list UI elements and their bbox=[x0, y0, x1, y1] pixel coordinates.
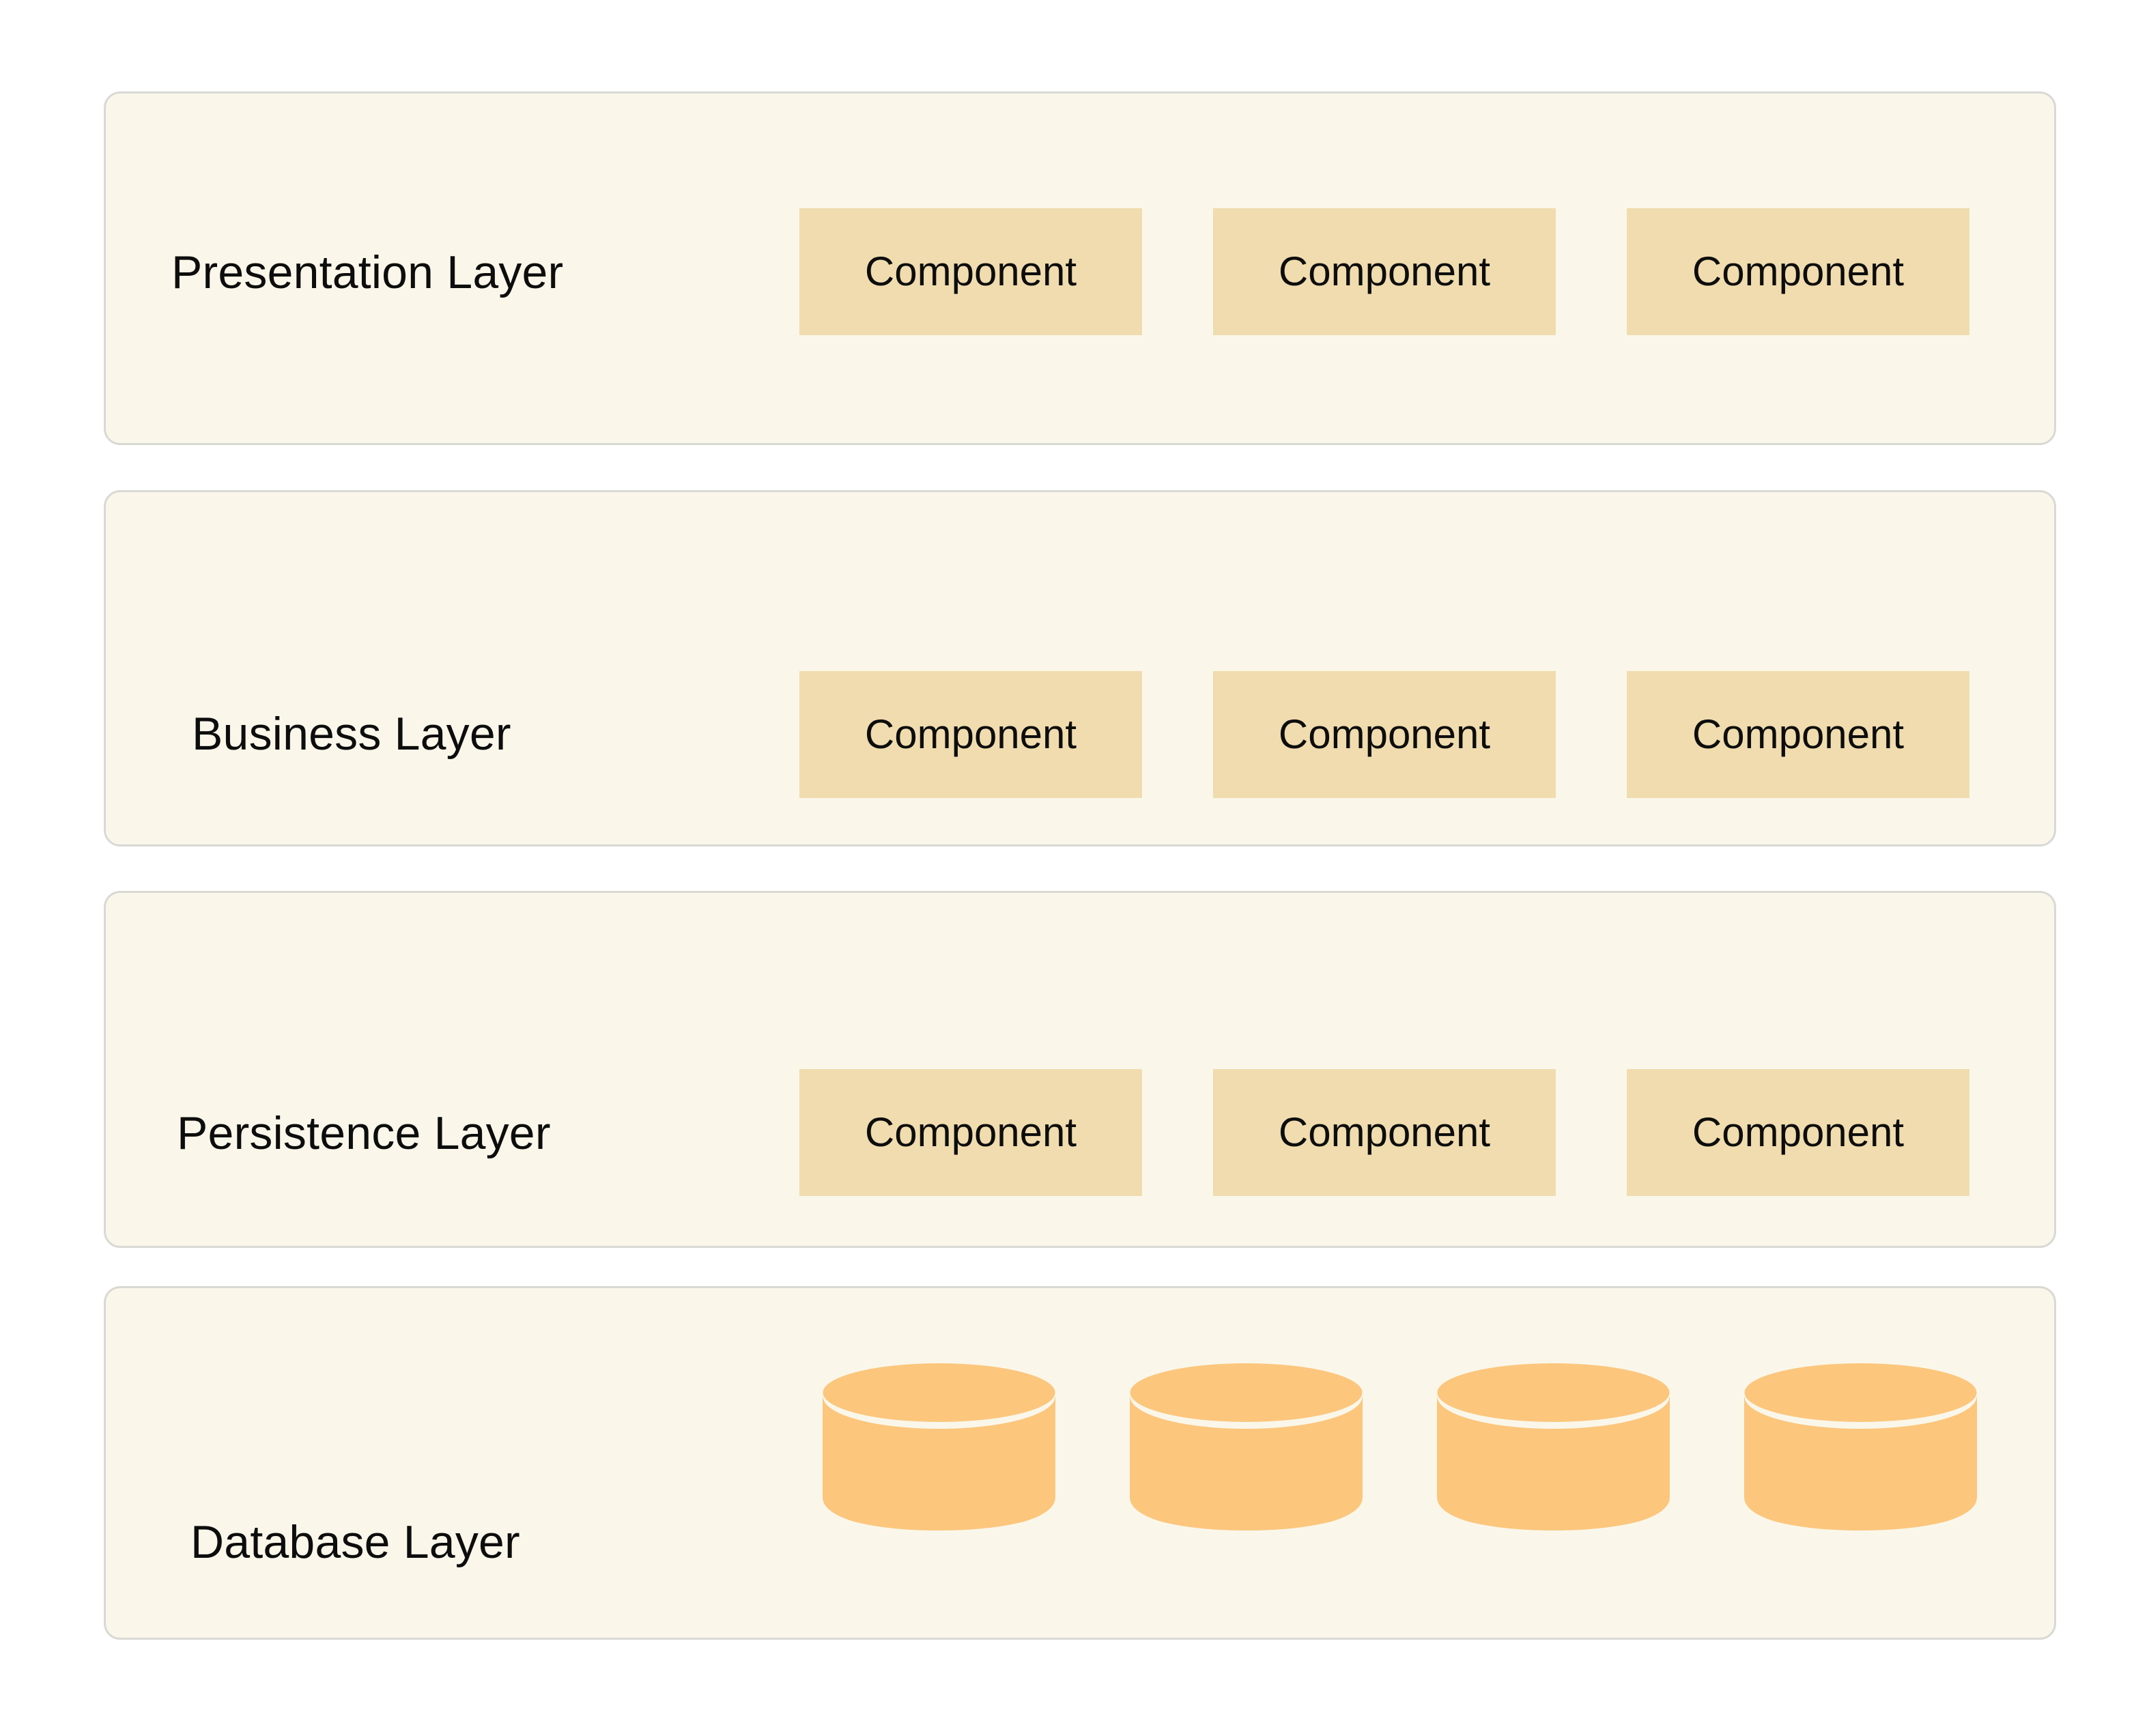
component-label: Component bbox=[1278, 248, 1491, 294]
component-label: Component bbox=[1278, 1109, 1491, 1155]
layer-label-business: Business Layer bbox=[192, 708, 511, 760]
layer-panel-persistence[interactable]: Persistence Layer Component Component Co… bbox=[104, 891, 2056, 1248]
component-box[interactable]: Component bbox=[1627, 671, 1969, 798]
database-cylinder-icon[interactable] bbox=[821, 1363, 1057, 1531]
component-box[interactable]: Component bbox=[799, 1069, 1142, 1196]
layer-label-persistence: Persistence Layer bbox=[177, 1107, 551, 1159]
component-row-presentation: Component Component Component bbox=[799, 208, 1969, 335]
component-label: Component bbox=[864, 1109, 1077, 1155]
database-row bbox=[821, 1363, 1978, 1531]
database-cylinder-icon[interactable] bbox=[1743, 1363, 1978, 1531]
component-label: Component bbox=[1278, 711, 1491, 757]
layer-panel-database[interactable]: Database Layer bbox=[104, 1286, 2056, 1640]
component-row-business: Component Component Component bbox=[799, 671, 1969, 798]
component-box[interactable]: Component bbox=[1213, 1069, 1556, 1196]
database-cylinder-icon[interactable] bbox=[1436, 1363, 1671, 1531]
component-label: Component bbox=[1692, 711, 1905, 757]
component-label: Component bbox=[864, 711, 1077, 757]
component-label: Component bbox=[864, 248, 1077, 294]
layer-label-database: Database Layer bbox=[190, 1516, 520, 1568]
component-box[interactable]: Component bbox=[1627, 1069, 1969, 1196]
layer-panel-business[interactable]: Business Layer Component Component Compo… bbox=[104, 490, 2056, 846]
component-row-persistence: Component Component Component bbox=[799, 1069, 1969, 1196]
component-label: Component bbox=[1692, 1109, 1905, 1155]
layer-panel-presentation[interactable]: Presentation Layer Component Component C… bbox=[104, 91, 2056, 445]
component-box[interactable]: Component bbox=[799, 208, 1142, 335]
component-box[interactable]: Component bbox=[1213, 208, 1556, 335]
component-label: Component bbox=[1692, 248, 1905, 294]
component-box[interactable]: Component bbox=[1627, 208, 1969, 335]
component-box[interactable]: Component bbox=[1213, 671, 1556, 798]
database-cylinder-icon[interactable] bbox=[1128, 1363, 1364, 1531]
layer-label-presentation: Presentation Layer bbox=[171, 246, 564, 298]
component-box[interactable]: Component bbox=[799, 671, 1142, 798]
